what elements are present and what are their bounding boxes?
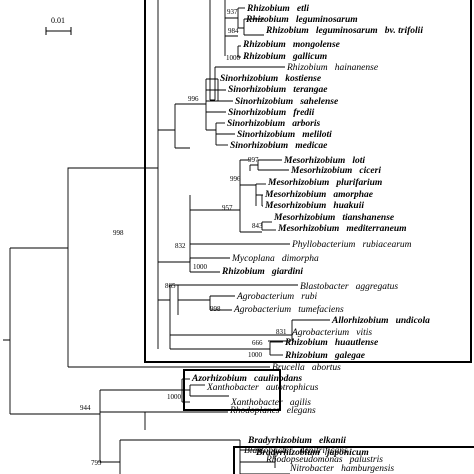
- taxon-label: Rhodoplanes elegans: [229, 406, 316, 416]
- bootstrap-value: 1000: [193, 263, 208, 271]
- bootstrap-value: 1000: [226, 54, 241, 62]
- taxon-label: Rhizobium huautlense: [284, 338, 379, 348]
- taxon-label: Rhizobium leguminosarum: [245, 15, 358, 25]
- bootstrap-value: 865: [165, 282, 176, 290]
- scale-bar-label: 0.01: [51, 16, 65, 25]
- bootstrap-value: 1000: [167, 393, 182, 401]
- bootstrap-value: 937: [227, 8, 238, 16]
- taxon-label: Sinorhizobium sahelense: [235, 97, 339, 107]
- taxon-label: Rhizobium mongolense: [242, 40, 341, 50]
- taxon-label: Xanthobacter agilis: [230, 398, 311, 408]
- clade-box-rhizobiaceae: [144, 0, 472, 363]
- bootstrap-value: 1000: [248, 351, 263, 359]
- taxon-label: Rhizobium leguminosarum bv. trifolii: [265, 26, 423, 36]
- taxon-label: Agrobacterium tumefaciens: [233, 304, 344, 315]
- bootstrap-value: 996: [188, 95, 199, 103]
- taxon-label: Rhizobium galegae: [284, 351, 366, 361]
- taxon-label: Sinorhizobium fredii: [228, 108, 315, 118]
- taxon-label: Mycoplana dimorpha: [231, 254, 319, 264]
- taxon-label: Mesorhizobium huakuii: [264, 201, 364, 211]
- bootstrap-labels: 8159379841000996997996957843832100099886…: [80, 8, 287, 467]
- bootstrap-value: 944: [80, 404, 91, 412]
- taxon-label: Agrobacterium rubi: [236, 292, 317, 302]
- bootstrap-value: 998: [113, 229, 124, 237]
- taxon-label: Bradyrhizobium elkanii: [247, 436, 346, 446]
- taxon-label: Blastobacter denitrificans: [244, 445, 348, 456]
- taxon-label: Agrobacterium vitis: [291, 328, 372, 338]
- taxon-label: Mesorhizobium mediterraneum: [277, 224, 407, 234]
- taxon-label: Brucella abortus: [272, 363, 341, 373]
- bootstrap-value: 831: [276, 328, 287, 336]
- scale-bar: 0.01: [45, 16, 72, 35]
- bootstrap-value: 984: [228, 27, 239, 35]
- taxon-label: Xanthobacter autotrophicus: [206, 383, 319, 393]
- taxon-label: Mesorhizobium amorphae: [264, 190, 374, 200]
- taxon-label: Nitrobacter hamburgensis: [289, 464, 394, 474]
- bootstrap-value: 666: [252, 339, 263, 347]
- bootstrap-value: 997: [248, 156, 259, 164]
- bootstrap-value: 799: [91, 459, 102, 467]
- tree-branches: [3, 0, 330, 474]
- taxon-label: Allorhizobium undicola: [331, 316, 430, 326]
- taxon-label: Sinorhizobium medicae: [230, 141, 328, 151]
- taxon-label: Mesorhizobium tianshanense: [273, 213, 395, 223]
- bootstrap-value: 957: [222, 204, 233, 212]
- taxon-label: Mesorhizobium ciceri: [290, 166, 381, 176]
- taxon-label: Rhizobium etli: [246, 4, 309, 14]
- taxon-label: Sinorhizobium meliloti: [237, 130, 332, 140]
- taxon-label: Blastobacter aggregatus: [300, 282, 398, 292]
- taxon-label: Phyllobacterium rubiacearum: [291, 240, 412, 250]
- taxon-label: Azorhizobium caulinodans: [191, 374, 302, 384]
- bootstrap-value: 832: [175, 242, 186, 250]
- bootstrap-value: 996: [230, 175, 241, 183]
- taxon-label: Rhodopseudomonas palustris: [265, 455, 383, 465]
- taxon-label: Sinorhizobium terangae: [228, 85, 328, 95]
- bootstrap-value: 998: [210, 305, 221, 313]
- taxon-label: Rhizobium giardini: [221, 267, 303, 277]
- taxon-label: Bradyrhizobium japonicum: [255, 448, 369, 458]
- taxon-label: Mesorhizobium loti: [283, 156, 365, 166]
- taxon-label: Sinorhizobium arboris: [227, 119, 320, 129]
- taxon-label: Sinorhizobium kostiense: [220, 74, 322, 84]
- bootstrap-value: 843: [252, 222, 263, 230]
- taxon-labels: Rhizobium tropiciRhizobium etliRhizobium…: [191, 4, 430, 474]
- clade-box-bradyrhizobium: [233, 446, 474, 474]
- taxon-label: Rhizobium gallicum: [242, 52, 327, 62]
- taxon-label: Rhizobium hainanense: [286, 63, 378, 73]
- taxon-label: Mesorhizobium plurifarium: [267, 178, 382, 188]
